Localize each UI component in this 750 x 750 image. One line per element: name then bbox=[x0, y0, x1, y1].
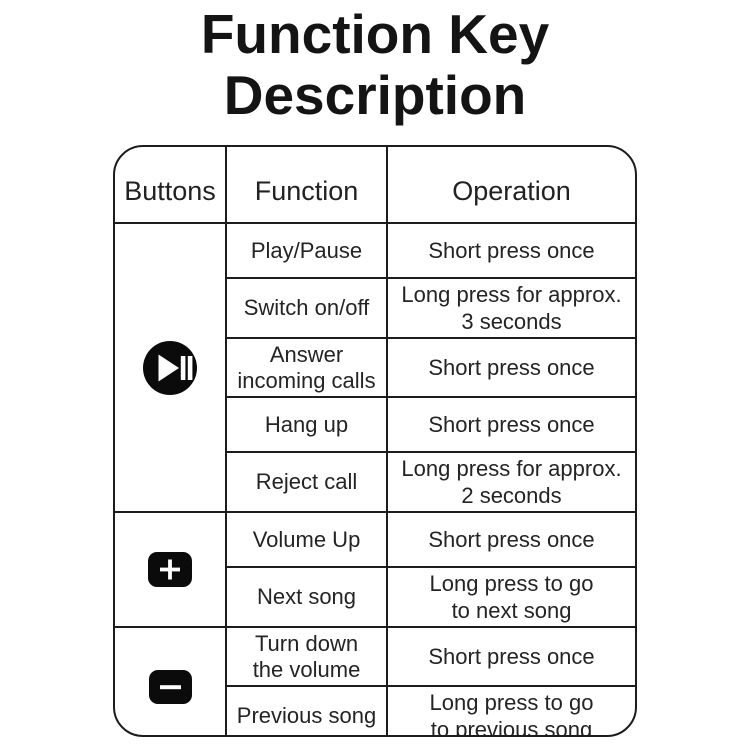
button-group-volume-up: Volume Up Short press once Next song Lon… bbox=[115, 513, 635, 628]
table-row: Next song Long press to go to next song bbox=[227, 568, 635, 626]
header-operation: Operation bbox=[452, 176, 571, 206]
button-cell-play-pause bbox=[115, 224, 227, 511]
operation-cell: Long press to go to next song bbox=[429, 571, 594, 623]
button-cell-volume-down bbox=[115, 628, 227, 735]
table-row: Play/Pause Short press once bbox=[227, 224, 635, 279]
operation-cell: Long press for approx. 2 seconds bbox=[401, 456, 622, 508]
function-cell: Volume Up bbox=[227, 513, 388, 566]
function-cell: Reject call bbox=[227, 453, 388, 511]
table-header-row: Buttons Function Operation bbox=[115, 147, 635, 224]
minus-icon bbox=[148, 669, 192, 704]
function-cell: Hang up bbox=[227, 398, 388, 451]
table-row: Answer incoming calls Short press once bbox=[227, 339, 635, 398]
plus-icon bbox=[148, 552, 192, 587]
function-cell: Play/Pause bbox=[227, 224, 388, 277]
table-row: Switch on/off Long press for approx. 3 s… bbox=[227, 279, 635, 339]
function-cell: Next song bbox=[227, 568, 388, 626]
table-row: Reject call Long press for approx. 2 sec… bbox=[227, 453, 635, 511]
page-title: Function Key Description bbox=[0, 4, 750, 126]
table-row: Previous song Long press to go to previo… bbox=[227, 687, 635, 737]
title-line-1: Function Key bbox=[200, 3, 550, 65]
group-rows: Volume Up Short press once Next song Lon… bbox=[227, 513, 635, 626]
button-cell-volume-up bbox=[115, 513, 227, 626]
group-rows: Play/Pause Short press once Switch on/of… bbox=[227, 224, 635, 511]
operation-cell: Short press once bbox=[428, 238, 595, 263]
function-cell: Switch on/off bbox=[227, 279, 388, 337]
button-group-play-pause: Play/Pause Short press once Switch on/of… bbox=[115, 224, 635, 513]
operation-cell: Long press for approx. 3 seconds bbox=[401, 282, 622, 334]
function-key-table: Buttons Function Operation Play/Pause Sh… bbox=[113, 145, 637, 737]
function-cell: Answer incoming calls bbox=[227, 339, 388, 396]
group-rows: Turn down the volume Short press once Pr… bbox=[227, 628, 635, 737]
operation-cell: Short press once bbox=[428, 644, 595, 669]
operation-cell: Short press once bbox=[428, 527, 595, 552]
button-group-volume-down: Turn down the volume Short press once Pr… bbox=[115, 628, 635, 737]
play-pause-icon bbox=[143, 340, 197, 395]
header-buttons: Buttons bbox=[115, 147, 227, 222]
title-line-2: Description bbox=[223, 64, 527, 126]
table-row: Turn down the volume Short press once bbox=[227, 628, 635, 687]
table-row: Hang up Short press once bbox=[227, 398, 635, 453]
header-function: Function bbox=[227, 147, 388, 222]
table-row: Volume Up Short press once bbox=[227, 513, 635, 568]
function-cell: Previous song bbox=[227, 687, 388, 735]
operation-cell: Long press to go to previous song bbox=[429, 690, 594, 737]
function-cell: Turn down the volume bbox=[227, 628, 388, 685]
operation-cell: Short press once bbox=[428, 355, 595, 380]
operation-cell: Short press once bbox=[428, 412, 595, 437]
